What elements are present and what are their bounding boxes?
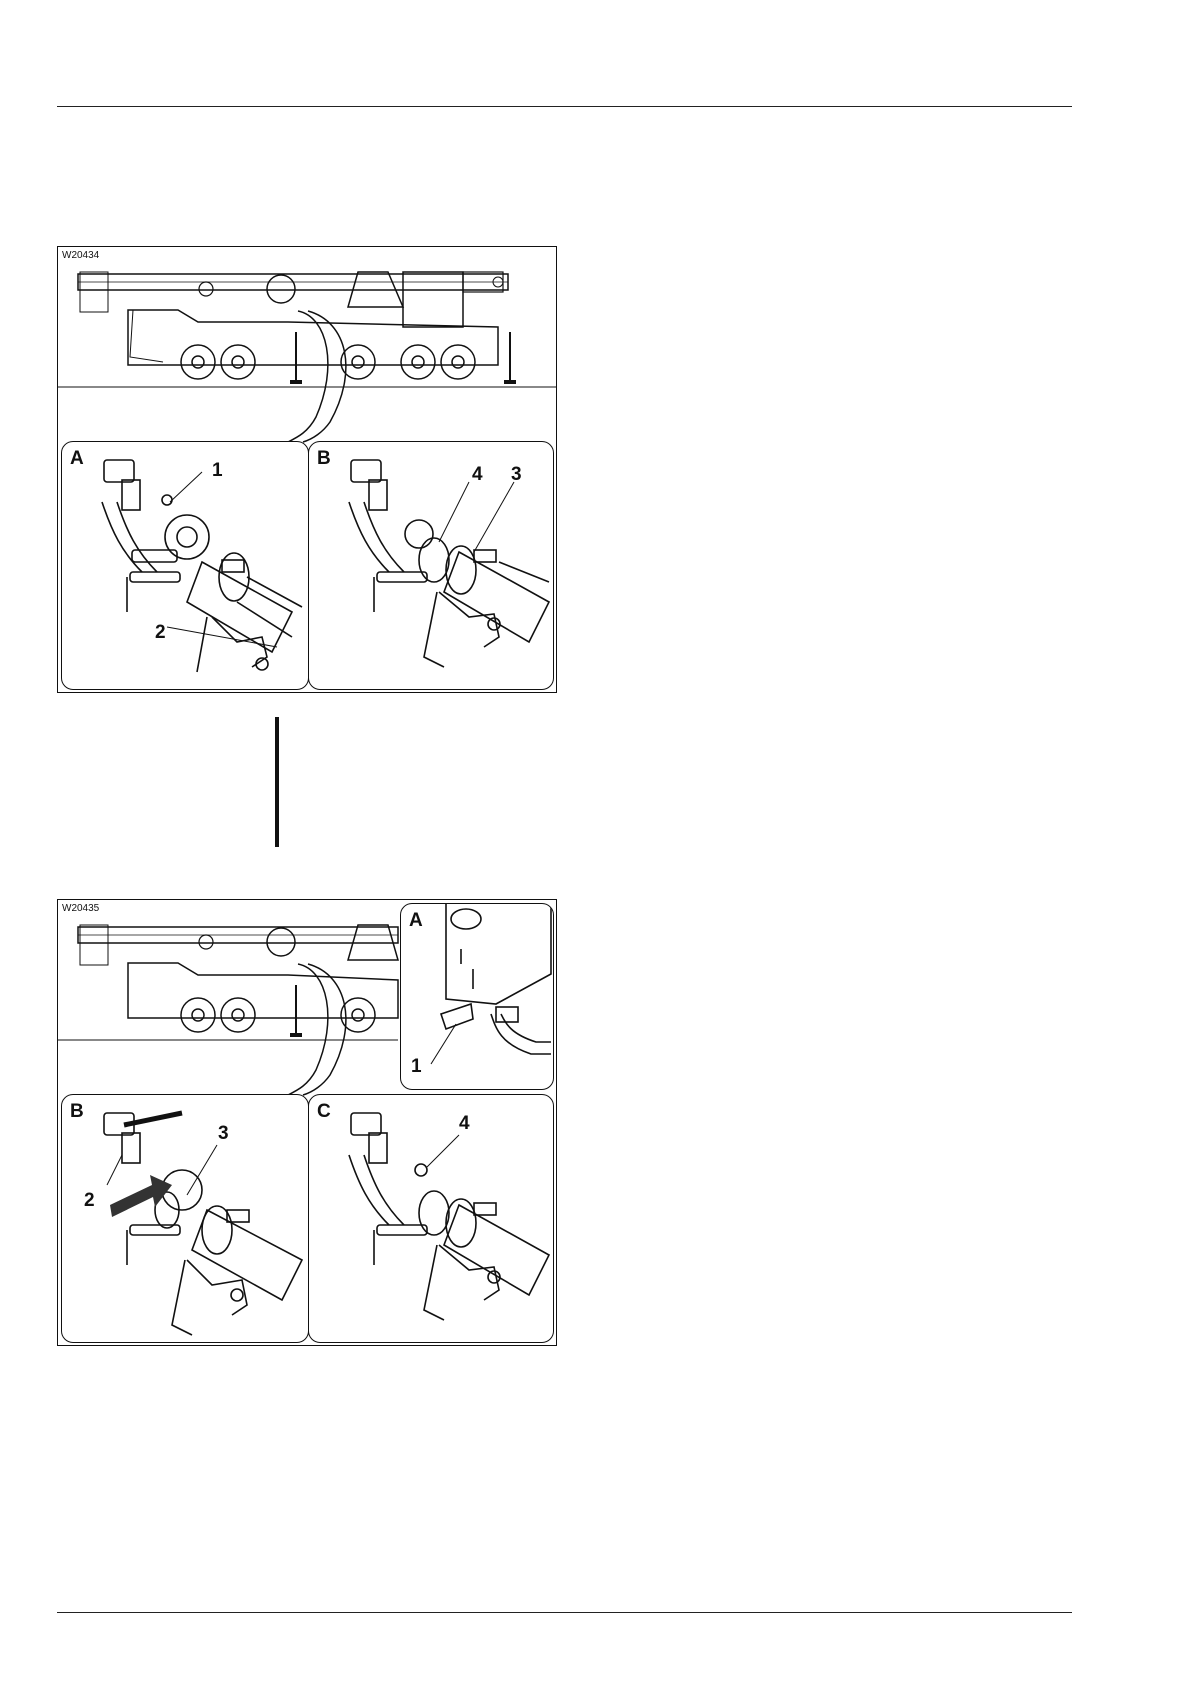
figure-w20435: W20435 A [57,899,557,1346]
callout-4: 4 [472,464,483,486]
detail-panel-b: B 4 3 [308,441,554,690]
hydraulic-cylinder-illustration [309,1095,553,1342]
detail-panel-c: C 4 [308,1094,554,1343]
hydraulic-cylinder-illustration [62,442,308,689]
revision-change-bar [275,717,279,847]
callout-3: 3 [218,1123,229,1145]
valve-block-illustration [401,904,553,1089]
detail-panel-a: A 1 [400,903,554,1090]
callout-2: 2 [155,622,166,644]
callout-3: 3 [511,464,522,486]
callout-1: 1 [212,460,223,482]
callout-2: 2 [84,1190,95,1212]
callout-1: 1 [411,1056,422,1078]
callout-4: 4 [459,1113,470,1135]
detail-panel-a: A [61,441,309,690]
figure-w20434: W20434 A [57,246,557,693]
hydraulic-cylinder-illustration [62,1095,308,1342]
footer-rule [57,1612,1072,1613]
detail-panel-b: B 2 3 [61,1094,309,1343]
header-rule [57,106,1072,107]
